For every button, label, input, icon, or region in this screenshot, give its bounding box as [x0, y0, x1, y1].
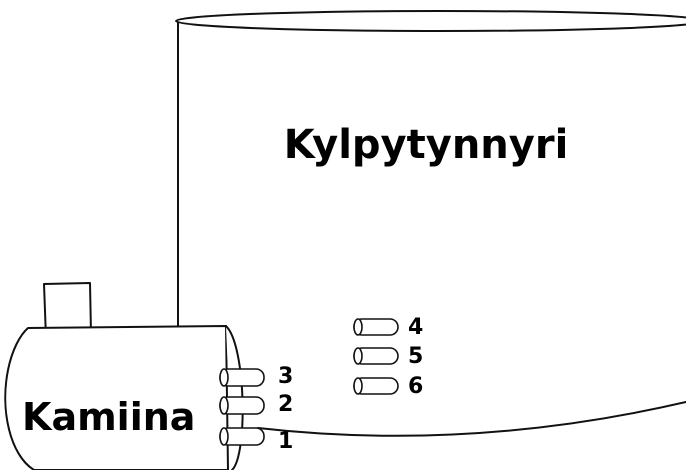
tub-bottom-edge — [257, 401, 686, 437]
tub-port-label-4: 4 — [408, 315, 423, 340]
stove-port-label-2: 2 — [278, 392, 293, 417]
tub-port-5: 5 — [353, 344, 423, 369]
tub-port-end — [353, 318, 363, 336]
tub-top-rim — [175, 10, 686, 32]
tub-port-end — [353, 347, 363, 365]
stove-port-label-1: 1 — [278, 429, 293, 454]
tub: Kylpytynnyri — [175, 10, 686, 470]
tub-port-6: 6 — [353, 374, 423, 399]
tub-port-label-5: 5 — [408, 344, 423, 369]
stove-port-end — [219, 427, 229, 446]
stove-port-2: 2 — [219, 392, 293, 417]
tub-label: Kylpytynnyri — [284, 122, 569, 168]
stove-port-end — [219, 396, 229, 415]
tub-body — [178, 22, 686, 470]
stove-port-end — [219, 368, 229, 387]
stove-body — [4, 325, 229, 470]
tub-port-label-6: 6 — [408, 374, 423, 399]
tub-port-end — [353, 377, 363, 395]
stove-port-3: 3 — [219, 364, 293, 389]
stove-port-label-3: 3 — [278, 364, 293, 389]
tub-port-4: 4 — [353, 315, 423, 340]
stove-port-1: 1 — [219, 427, 293, 454]
stove-label: Kamiina — [22, 395, 195, 439]
